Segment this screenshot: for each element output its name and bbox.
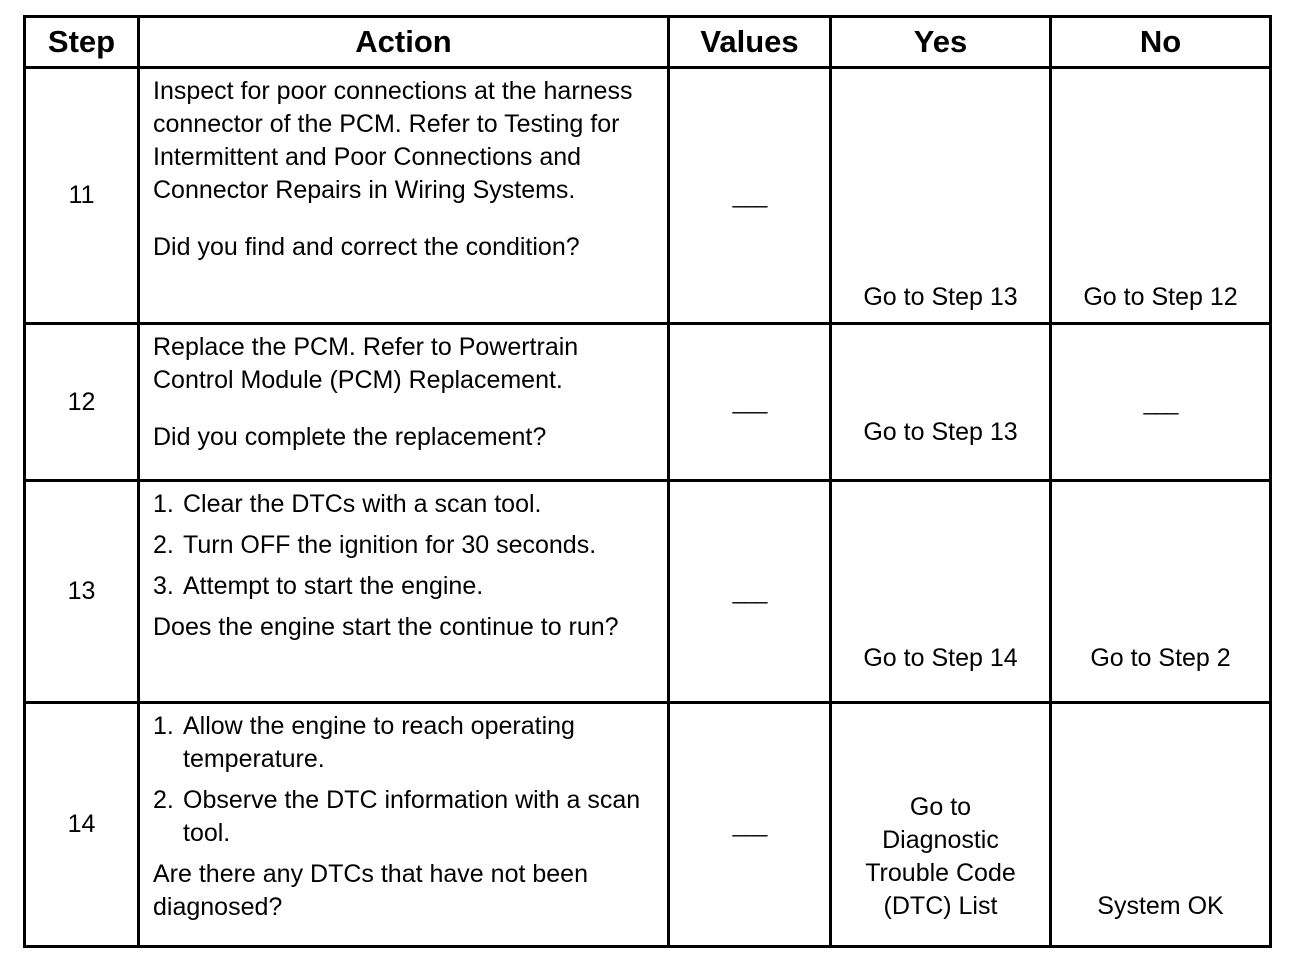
list-item-number: 2. [153,531,174,559]
no-cell: System OK [1049,701,1272,948]
values-dash: ___ [732,389,768,414]
list-item: 3. Attempt to start the engine. [153,570,657,603]
list-item: 2. Observe the DTC information with a sca… [153,784,657,850]
no-cell: Go to Step 2 [1049,479,1272,704]
action-text: Inspect for poor connections at the harn… [153,77,633,204]
action-cell: Replace the PCM. Refer to Powertrain Con… [137,322,670,482]
list-item-text: Observe the DTC information with a scan … [183,786,641,847]
action-question: Does the engine start the continue to ru… [153,613,619,641]
list-item-number: 1. [153,490,174,518]
no-cell: Go to Step 12 [1049,66,1272,325]
values-cell: ___ [667,479,832,704]
list-item-text: Clear the DTCs with a scan tool. [183,490,542,518]
table-row: 13 1. Clear the DTCs with a scan tool. 2.… [23,479,1272,704]
header-yes: Yes [829,15,1052,69]
action-steps-list: 1. Clear the DTCs with a scan tool. 2. Tur… [153,488,657,603]
action-question: Are there any DTCs that have not been di… [153,860,588,921]
yes-cell: Go to Step 13 [829,66,1052,325]
list-item-number: 3. [153,572,174,600]
list-item-number: 2. [153,786,174,814]
table-row: 11 Inspect for poor connections at the h… [23,66,1272,325]
table-row: 14 1. Allow the engine to reach operating… [23,701,1272,948]
list-item-text: Turn OFF the ignition for 30 seconds. [183,531,597,559]
action-cell: Inspect for poor connections at the harn… [137,66,670,325]
step-number: 14 [23,701,140,948]
values-cell: ___ [667,66,832,325]
table-row: 12 Replace the PCM. Refer to Powertrain … [23,322,1272,482]
list-item: 1. Allow the engine to reach operating te… [153,710,657,776]
step-number: 13 [23,479,140,704]
values-cell: ___ [667,322,832,482]
action-steps-list: 1. Allow the engine to reach operating te… [153,710,657,850]
header-values: Values [667,15,832,69]
list-item: 2. Turn OFF the ignition for 30 seconds. [153,529,657,562]
list-item: 1. Clear the DTCs with a scan tool. [153,488,657,521]
header-action: Action [137,15,670,69]
values-dash: ___ [732,578,768,604]
action-cell: 1. Clear the DTCs with a scan tool. 2. Tur… [137,479,670,704]
diagnostic-table: Step Action Values Yes No 11 Inspect for… [23,15,1272,948]
list-item-text: Allow the engine to reach operating temp… [183,712,575,773]
step-number: 12 [23,322,140,482]
action-cell: 1. Allow the engine to reach operating te… [137,701,670,948]
yes-cell: Go to Diagnostic Trouble Code (DTC) List [829,701,1052,948]
action-text: Replace the PCM. Refer to Powertrain Con… [153,333,579,394]
yes-cell: Go to Step 14 [829,479,1052,704]
header-step: Step [23,15,140,69]
list-item-number: 1. [153,712,174,740]
step-number: 11 [23,66,140,325]
action-question: Did you complete the replacement? [153,423,547,451]
values-cell: ___ [667,701,832,948]
action-question: Did you find and correct the condition? [153,233,580,261]
no-cell: ___ [1049,322,1272,482]
list-item-text: Attempt to start the engine. [183,572,484,600]
header-row: Step Action Values Yes No [23,15,1272,69]
no-dash: ___ [1143,389,1179,415]
yes-cell: Go to Step 13 [829,322,1052,482]
header-no: No [1049,15,1272,69]
values-dash: ___ [732,182,768,208]
values-dash: ___ [732,811,768,837]
